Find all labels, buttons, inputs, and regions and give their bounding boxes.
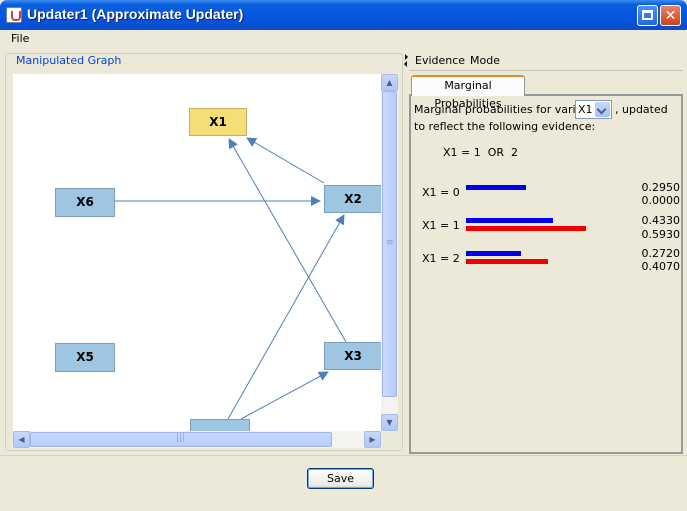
- intro-text: Marginal probabilities for variable: [414, 103, 600, 116]
- node-x3[interactable]: X3: [324, 342, 381, 370]
- menu-mode[interactable]: Mode: [470, 54, 500, 67]
- red-bar: [466, 259, 548, 264]
- row-label: X1 = 1: [422, 219, 460, 232]
- vertical-scrollbar[interactable]: ▲ ≡ ▼: [381, 74, 398, 431]
- scroll-right-icon[interactable]: ▶: [364, 431, 381, 448]
- chevron-down-icon[interactable]: [595, 102, 610, 117]
- blue-bar: [466, 218, 553, 223]
- tab-marginal-probabilities[interactable]: Marginal Probabilities: [411, 75, 525, 110]
- save-button[interactable]: Save: [307, 468, 374, 489]
- blue-value: 0.2720: [641, 247, 681, 260]
- edge-x3-x1: [228, 138, 347, 343]
- menu-bar: File: [4, 30, 683, 48]
- node-partial[interactable]: [190, 419, 250, 431]
- marginals-panel: [409, 94, 683, 454]
- blue-value: 0.4330: [641, 214, 681, 227]
- edge-x4-x3: [240, 371, 329, 420]
- title-bar: [0, 0, 687, 30]
- red-value: 0.4070: [641, 260, 681, 273]
- java-app-icon: [6, 7, 22, 23]
- blue-value: 0.2950: [641, 181, 681, 194]
- red-value: 0.0000: [641, 194, 681, 207]
- blue-bar: [466, 251, 521, 256]
- row-label: X1 = 0: [422, 186, 460, 199]
- menu-evidence[interactable]: Evidence: [415, 54, 466, 67]
- variable-select[interactable]: X1: [575, 100, 612, 119]
- window-title: Updater1 (Approximate Updater): [27, 6, 244, 22]
- evidence-text: X1 = 1 OR 2: [443, 146, 519, 159]
- node-x1[interactable]: X1: [189, 108, 247, 136]
- variable-select-value: X1: [578, 103, 593, 116]
- grip-icon: |||: [176, 433, 186, 443]
- graph-canvas[interactable]: X1 X2 X3 X5 X6: [13, 74, 381, 431]
- node-x6[interactable]: X6: [55, 188, 115, 217]
- blue-bar: [466, 185, 526, 190]
- scroll-left-icon[interactable]: ◀: [13, 431, 30, 448]
- edge-x4-x2: [227, 214, 345, 420]
- intro-text-suffix: , updated: [615, 103, 668, 116]
- menu-file[interactable]: File: [11, 32, 30, 45]
- row-label: X1 = 2: [422, 252, 460, 265]
- horizontal-scroll-thumb[interactable]: |||: [30, 432, 332, 447]
- bottom-divider: [0, 455, 687, 456]
- intro-text-line2: to reflect the following evidence:: [414, 120, 596, 133]
- scroll-up-icon[interactable]: ▲: [381, 74, 398, 91]
- scroll-down-icon[interactable]: ▼: [381, 414, 398, 431]
- red-bar: [466, 226, 586, 231]
- red-value: 0.5930: [641, 228, 681, 241]
- maximize-button[interactable]: [637, 5, 658, 26]
- close-button[interactable]: ✕: [660, 5, 681, 26]
- node-x5[interactable]: X5: [55, 343, 115, 372]
- graph-panel: [5, 53, 403, 451]
- vertical-scroll-thumb[interactable]: ≡: [382, 91, 397, 397]
- edge-x2-x1: [246, 137, 325, 184]
- grip-icon: ≡: [386, 238, 394, 248]
- node-x2[interactable]: X2: [324, 185, 381, 213]
- split-pane-divider[interactable]: [404, 51, 409, 454]
- horizontal-scrollbar[interactable]: ◀ ||| ▶: [13, 431, 381, 448]
- graph-panel-title: Manipulated Graph: [13, 54, 125, 67]
- graph-edges: [115, 137, 347, 420]
- updater-menu-bar: Evidence Mode: [409, 51, 683, 71]
